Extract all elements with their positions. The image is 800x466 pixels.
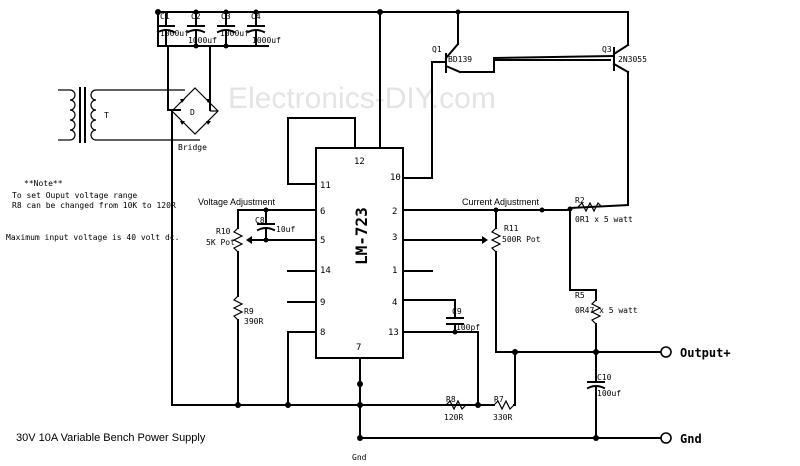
r9-value: 390R <box>244 317 263 326</box>
pin-6: 6 <box>320 207 325 217</box>
r5-value: 0R47 x 5 watt <box>575 306 638 315</box>
q1-part: BD139 <box>448 55 472 64</box>
pin-3: 3 <box>392 233 397 243</box>
r2-value: 0R1 x 5 watt <box>575 215 633 224</box>
r2-label: R2 <box>575 196 585 205</box>
c8-label: C8 <box>255 216 265 225</box>
c4-value: 1000uf <box>252 36 281 45</box>
watermark: Electronics-DIY.com <box>228 82 496 115</box>
pin-4: 4 <box>392 298 397 308</box>
c2-value: 1000uf <box>188 36 217 45</box>
output-label: Output+ <box>680 346 731 360</box>
pin-13: 13 <box>388 328 399 338</box>
pin-9: 9 <box>320 298 325 308</box>
current-adjustment-label: Current Adjustment <box>462 197 540 207</box>
r7-label: R7 <box>494 395 504 404</box>
r11-value: 500R Pot <box>502 235 541 244</box>
q3-part: 2N3055 <box>618 55 647 64</box>
c3-value: 1000uf <box>220 29 249 38</box>
c4-label: C4 <box>251 12 261 21</box>
r11-label: R11 <box>504 224 519 233</box>
c1-label: C1 <box>160 12 170 21</box>
bridge-d-label: D <box>190 108 195 117</box>
pin-14: 14 <box>320 266 331 276</box>
note-line-3: Maximum input voltage is 40 volt dc. <box>6 233 179 242</box>
pin-10: 10 <box>390 173 401 183</box>
note-line-1: To set Ouput voltage range <box>12 191 137 200</box>
gnd-terminal-label: Gnd <box>680 432 702 446</box>
pin-2: 2 <box>392 207 397 217</box>
diagram-title: 30V 10A Variable Bench Power Supply <box>16 432 206 444</box>
pin-1: 1 <box>392 266 397 276</box>
transformer: T <box>58 87 200 143</box>
r8-label: R8 <box>446 395 456 404</box>
pin-7: 7 <box>356 343 361 353</box>
transformer-label: T <box>104 111 109 120</box>
c1-value: 1000uf <box>160 29 189 38</box>
r9-label: R9 <box>244 307 254 316</box>
c8-value: 10uf <box>276 225 295 234</box>
c2-label: C2 <box>191 12 201 21</box>
c9-value: 100pf <box>456 323 480 332</box>
note-heading: **Note** <box>24 179 63 188</box>
capacitor-bank: C1 C2 C3 C4 1000uf 1000uf 1000uf 1000uf <box>155 9 629 49</box>
note-line-2: R8 can be changed from 10K to 120R <box>12 201 176 210</box>
bridge-rectifier: D Bridge <box>171 87 219 152</box>
c10-label: C10 <box>597 373 612 382</box>
pin-5: 5 <box>320 236 325 246</box>
c10-value: 100uf <box>597 389 621 398</box>
q1-transistor: Q1 BD139 <box>402 9 472 179</box>
c3-label: C3 <box>221 12 231 21</box>
q3-transistor: Q3 2N3055 <box>602 43 647 206</box>
pin-8: 8 <box>320 328 325 338</box>
bridge-label: Bridge <box>178 143 207 152</box>
q3-label: Q3 <box>602 45 612 54</box>
pin-11: 11 <box>320 181 331 191</box>
r5-label: R5 <box>575 291 585 300</box>
r7-value: 330R <box>493 413 512 422</box>
output-terminal <box>660 346 672 358</box>
r10-value: 5K Pot <box>206 238 235 247</box>
lm723-ic: LM-723 12 11 10 6 5 14 9 8 7 2 3 1 4 13 <box>315 147 404 359</box>
r8-value: 120R <box>444 413 463 422</box>
pin-12: 12 <box>354 157 365 167</box>
gnd-label: Gnd <box>352 453 367 462</box>
q1-label: Q1 <box>432 45 442 54</box>
r10-label: R10 <box>216 227 231 236</box>
ic-name: LM-723 <box>352 207 371 265</box>
voltage-adjustment-label: Voltage Adjustment <box>198 197 276 207</box>
gnd-terminal <box>660 432 672 444</box>
c9-label: C9 <box>452 307 462 316</box>
